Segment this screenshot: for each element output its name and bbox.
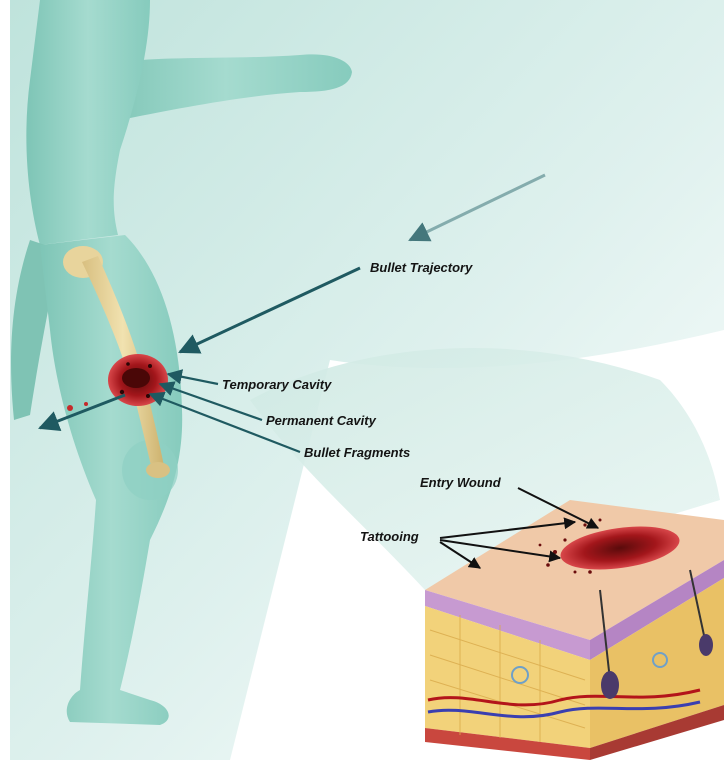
bullet-fragment xyxy=(120,390,124,394)
label-temporary-cavity: Temporary Cavity xyxy=(222,377,332,392)
label-bullet-trajectory: Bullet Trajectory xyxy=(370,260,473,275)
hair-follicle xyxy=(601,671,619,699)
blood-spatter xyxy=(67,405,73,411)
bullet-fragment xyxy=(146,394,150,398)
bullet-fragment xyxy=(148,364,152,368)
permanent-cavity-region xyxy=(122,368,150,388)
bullet-fragment xyxy=(126,362,130,366)
label-tattooing: Tattooing xyxy=(360,529,419,544)
femur-condyle xyxy=(146,462,170,478)
label-permanent-cavity: Permanent Cavity xyxy=(266,413,377,428)
hair-follicle xyxy=(699,634,713,656)
label-entry-wound: Entry Wound xyxy=(420,475,502,490)
label-bullet-fragments: Bullet Fragments xyxy=(304,445,410,460)
blood-spatter xyxy=(84,402,88,406)
